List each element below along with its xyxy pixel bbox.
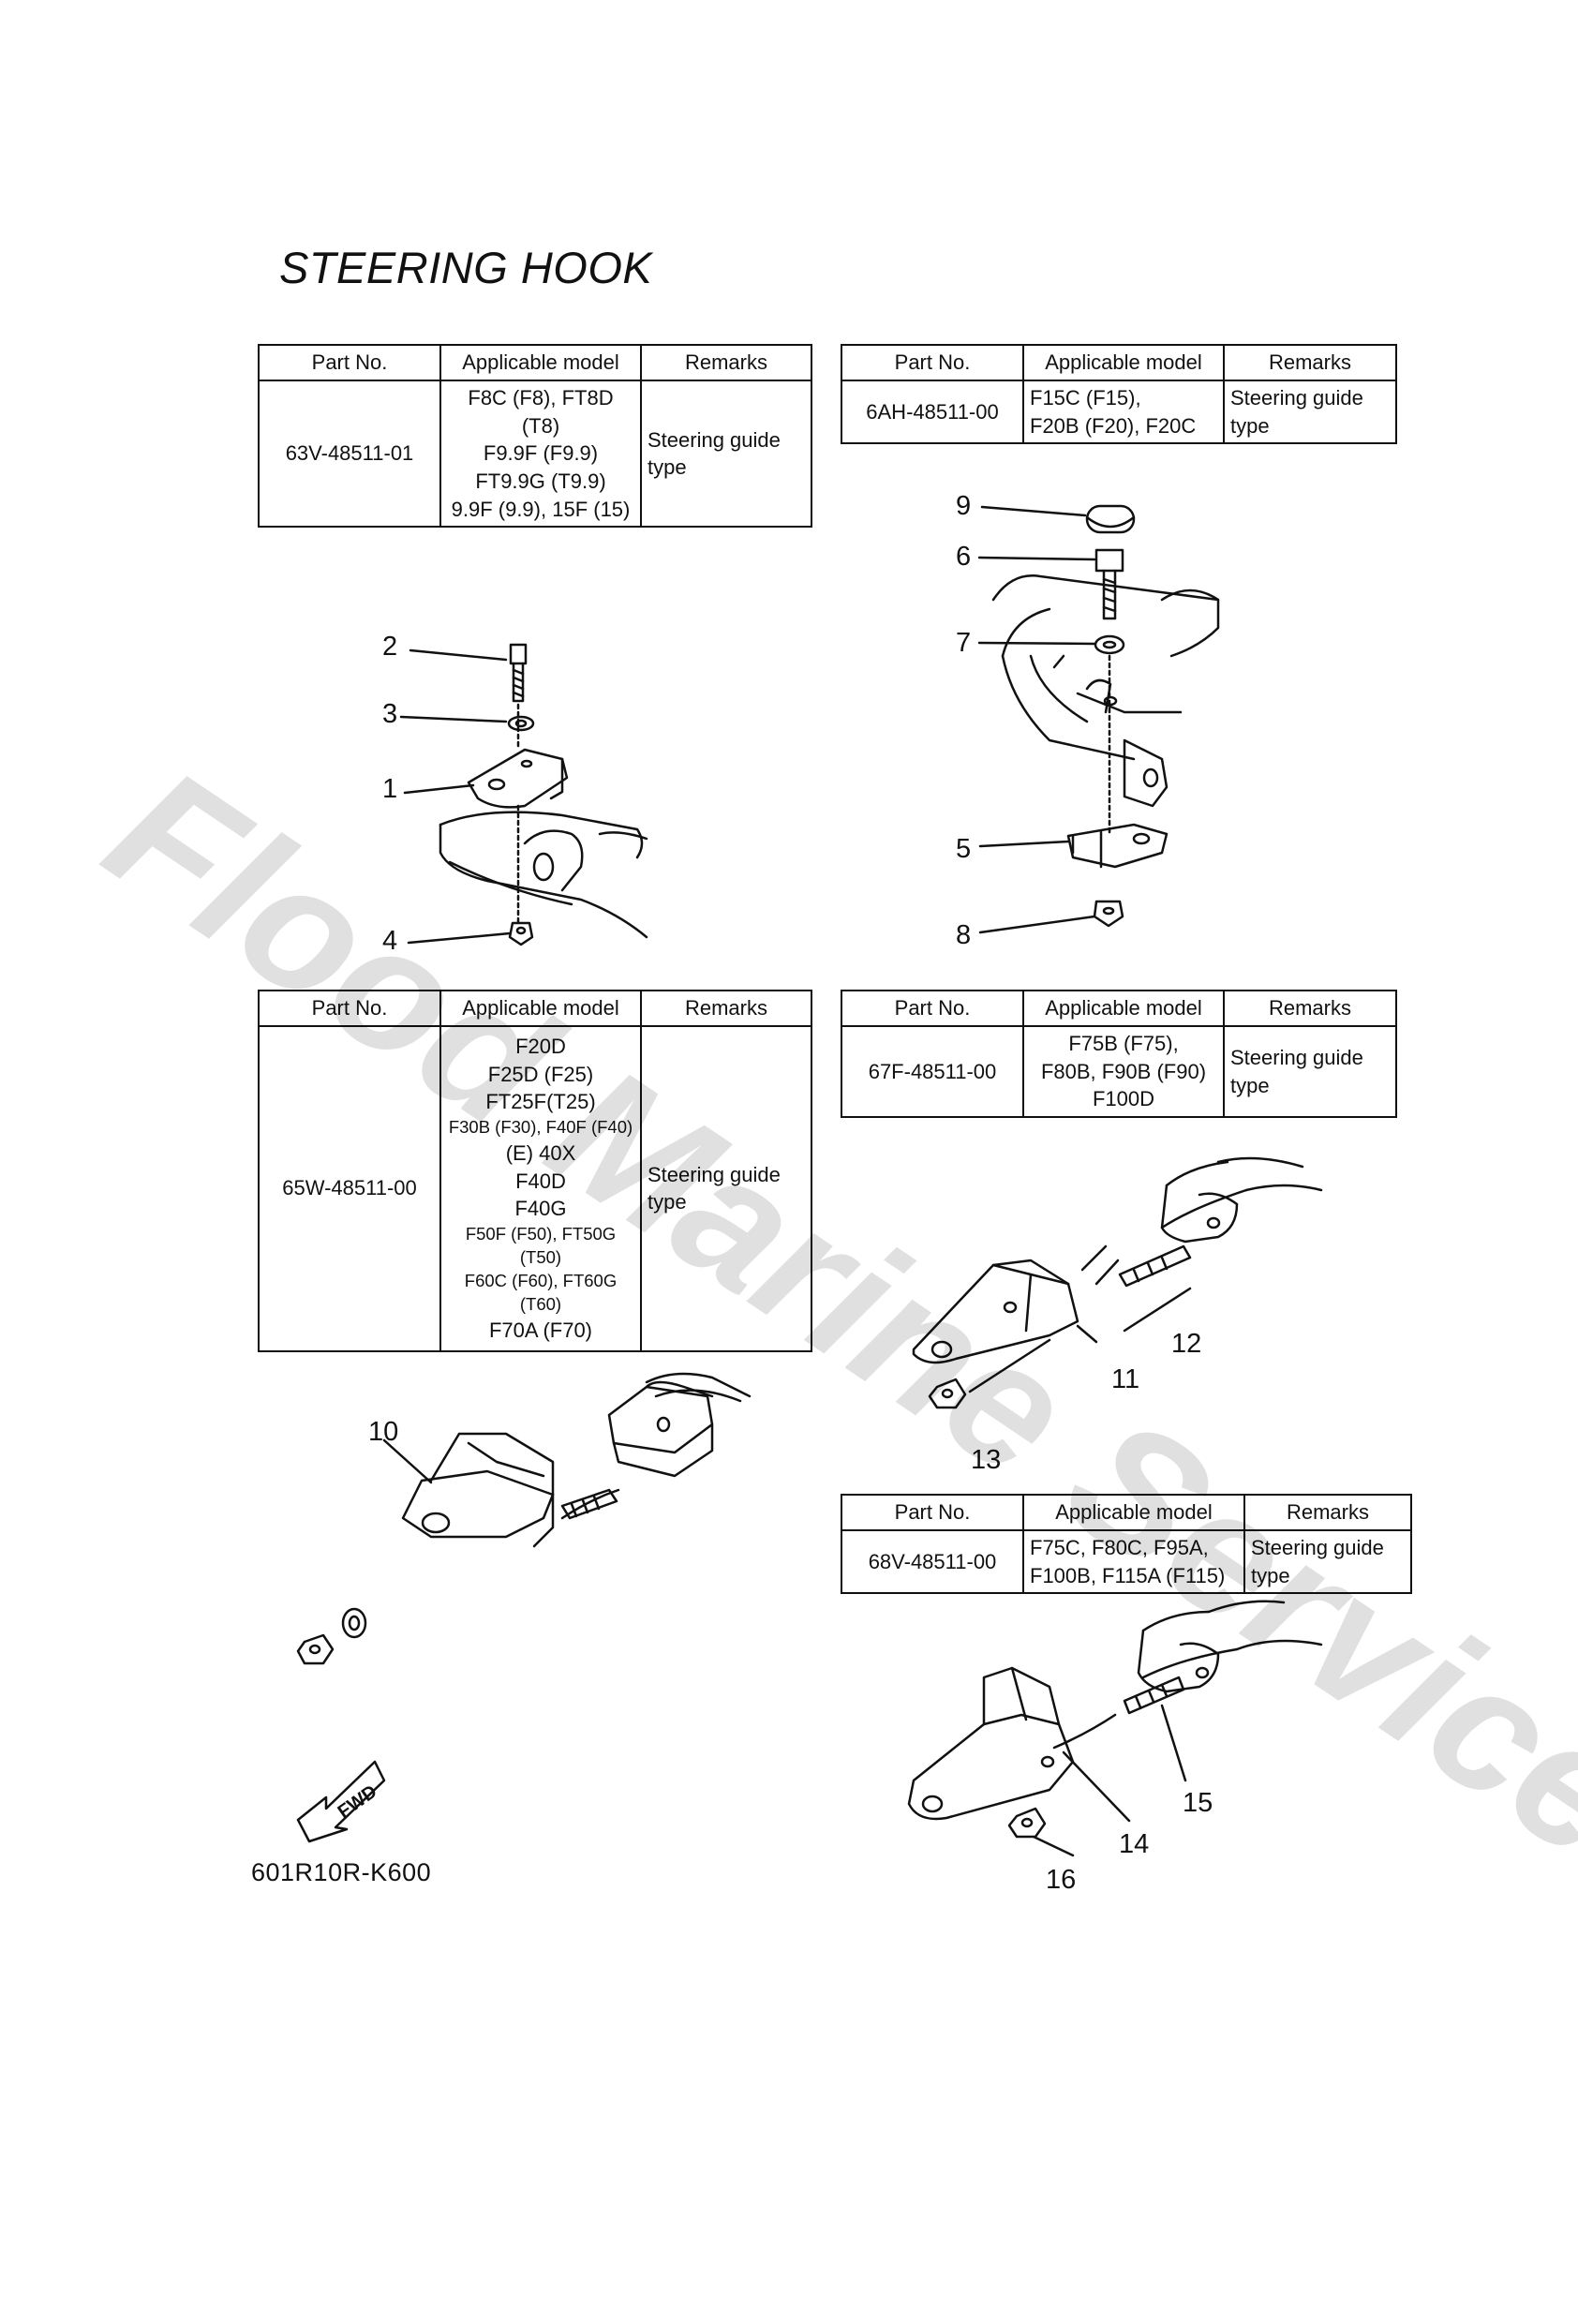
model-line: F20D: [515, 1035, 566, 1058]
applicable-models: F75B (F75), F80B, F90B (F90) F100D: [1022, 1024, 1225, 1119]
callout-12: 12: [1171, 1329, 1202, 1359]
header-part-no: Part No.: [841, 1494, 1024, 1531]
applicable-models: F20D F25D (F25) FT25F(T25) F30B (F30), F…: [439, 1025, 642, 1352]
page-title: STEERING HOOK: [279, 243, 653, 292]
callout-2: 2: [382, 632, 398, 662]
header-applicable-model: Applicable model: [439, 990, 642, 1027]
remarks-cell: Steering guide type: [1223, 1024, 1397, 1119]
model-line: F15C (F15),: [1030, 386, 1141, 410]
header-part-no: Part No.: [841, 990, 1024, 1027]
header-remarks: Remarks: [1243, 1494, 1412, 1531]
callout-16: 16: [1046, 1865, 1077, 1895]
model-line: F40G: [514, 1197, 567, 1221]
header-applicable-model: Applicable model: [1022, 1494, 1245, 1531]
remarks-cell: Steering guide type: [640, 1025, 812, 1352]
header-part-no: Part No.: [258, 344, 441, 381]
header-applicable-model: Applicable model: [439, 344, 642, 381]
model-line: F100B, F115A (F115): [1030, 1563, 1226, 1587]
model-line: FT25F(T25): [485, 1090, 596, 1114]
remarks-line: type: [648, 1190, 687, 1214]
callout-4: 4: [382, 926, 398, 956]
remarks-line: type: [1251, 1563, 1290, 1587]
part-number: 65W-48511-00: [258, 1025, 441, 1352]
remarks-line: type: [1230, 413, 1270, 438]
applicable-models: F75C, F80C, F95A, F100B, F115A (F115): [1022, 1528, 1245, 1595]
model-line: F25D (F25): [487, 1062, 594, 1086]
model-line: F9.9F (F9.9): [483, 441, 599, 466]
model-line: (E) 40X: [505, 1141, 576, 1166]
fwd-arrow-icon: FWD: [296, 1760, 386, 1843]
callout-6: 6: [956, 542, 972, 572]
part-number: 68V-48511-00: [841, 1528, 1024, 1595]
model-line: FT9.9G (T9.9): [475, 469, 606, 494]
model-line: F75C, F80C, F95A,: [1030, 1536, 1209, 1559]
header-applicable-model: Applicable model: [1022, 344, 1225, 381]
model-line: F100D: [1092, 1087, 1155, 1111]
callout-5: 5: [956, 834, 972, 864]
model-line: 9.9F (9.9), 15F (15): [451, 497, 631, 521]
model-line: F8C (F8), FT8D (T8): [468, 386, 614, 438]
header-remarks: Remarks: [640, 990, 812, 1027]
header-part-no: Part No.: [841, 344, 1024, 381]
header-part-no: Part No.: [258, 990, 441, 1027]
callout-9: 9: [956, 491, 972, 521]
model-line: F40D: [515, 1169, 566, 1193]
remarks-line: Steering guide: [648, 427, 781, 452]
applicable-models: F8C (F8), FT8D (T8) F9.9F (F9.9) FT9.9G …: [439, 379, 642, 529]
assembly-5-9: [977, 504, 1220, 934]
callout-15: 15: [1183, 1788, 1213, 1818]
callout-8: 8: [956, 920, 972, 950]
header-remarks: Remarks: [640, 344, 812, 381]
parts-table-63v: Part No. Applicable model Remarks 63V-48…: [258, 344, 812, 529]
remarks-line: Steering guide: [648, 1162, 781, 1186]
model-line: F60C (F60), FT60G (T60): [464, 1271, 618, 1314]
callout-13: 13: [971, 1445, 1002, 1475]
assembly-14-16: [907, 1600, 1323, 1857]
model-line: F50F (F50), FT50G (T50): [465, 1224, 617, 1268]
part-number: 63V-48511-01: [258, 379, 441, 529]
remarks-line: Steering guide: [1230, 386, 1363, 410]
model-line: F30B (F30), F40F (F40): [448, 1117, 633, 1138]
model-line: F80B, F90B (F90): [1040, 1059, 1207, 1083]
callout-7: 7: [956, 628, 972, 658]
diagram-code: 601R10R-K600: [251, 1858, 432, 1886]
applicable-models: F15C (F15), F20B (F20), F20C: [1022, 379, 1225, 445]
header-remarks: Remarks: [1223, 344, 1397, 381]
assembly-11-13: [912, 1156, 1323, 1409]
callout-14: 14: [1119, 1829, 1150, 1859]
callout-10: 10: [368, 1417, 399, 1447]
callout-3: 3: [382, 699, 398, 729]
remarks-line: type: [648, 455, 687, 480]
parts-table-6ah: Part No. Applicable model Remarks 6AH-48…: [841, 344, 1397, 445]
remarks-cell: Steering guide type: [1243, 1528, 1412, 1595]
remarks-line: Steering guide: [1230, 1045, 1363, 1069]
remarks-line: Steering guide: [1251, 1536, 1384, 1559]
header-remarks: Remarks: [1223, 990, 1397, 1027]
model-line: F20B (F20), F20C: [1030, 413, 1197, 438]
assembly-10: [296, 1372, 752, 1665]
header-applicable-model: Applicable model: [1022, 990, 1225, 1027]
model-line: F75B (F75),: [1068, 1032, 1179, 1055]
remarks-cell: Steering guide type: [640, 379, 812, 529]
callout-1: 1: [382, 774, 398, 804]
assembly-1-4: [399, 643, 648, 946]
part-number: 6AH-48511-00: [841, 379, 1024, 445]
parts-table-65w: Part No. Applicable model Remarks 65W-48…: [258, 990, 812, 1352]
model-line: F70A (F70): [488, 1318, 593, 1342]
parts-table-68v: Part No. Applicable model Remarks 68V-48…: [841, 1494, 1412, 1595]
remarks-cell: Steering guide type: [1223, 379, 1397, 445]
parts-table-67f: Part No. Applicable model Remarks 67F-48…: [841, 990, 1397, 1119]
callout-11: 11: [1111, 1364, 1140, 1394]
part-number: 67F-48511-00: [841, 1024, 1024, 1119]
remarks-line: type: [1230, 1073, 1270, 1097]
